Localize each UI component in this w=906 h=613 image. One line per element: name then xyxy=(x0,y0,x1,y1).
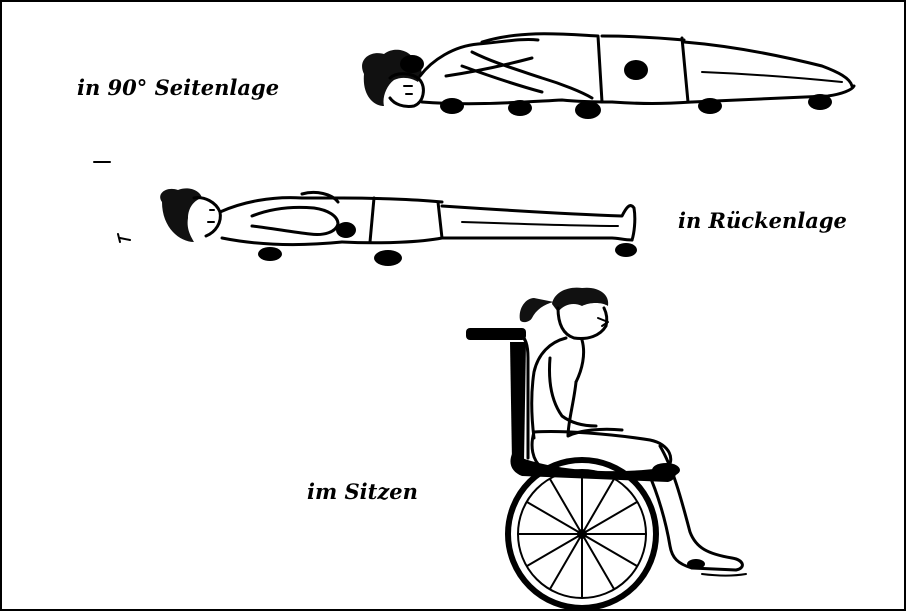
sitting-figure xyxy=(466,288,746,608)
scan-marks xyxy=(94,162,130,242)
supine-figure xyxy=(160,188,637,266)
label-supine: in Rückenlage xyxy=(678,208,847,233)
side-lying-figure xyxy=(362,34,854,119)
label-side-lying: in 90° Seitenlage xyxy=(77,75,279,100)
label-sitting: im Sitzen xyxy=(307,479,418,504)
